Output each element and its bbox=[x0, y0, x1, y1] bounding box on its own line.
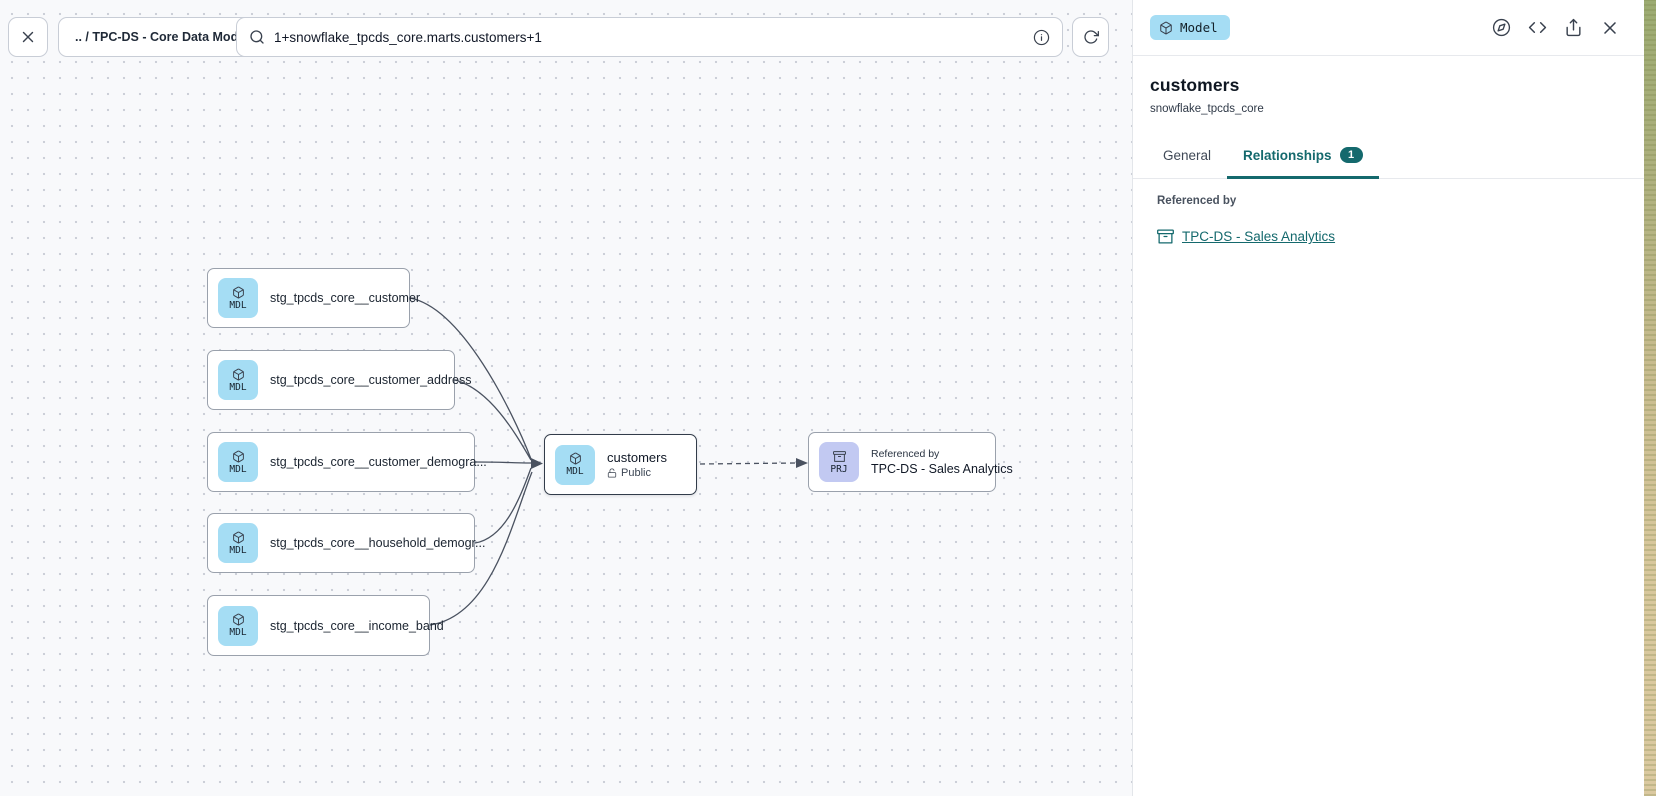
node-label: stg_tpcds_core__income_band bbox=[270, 618, 444, 633]
referencing-project-link[interactable]: TPC-DS - Sales Analytics bbox=[1182, 229, 1336, 244]
project-badge-tile: PRJ bbox=[819, 442, 859, 482]
cube-icon bbox=[232, 286, 245, 299]
resource-type-badge: Model bbox=[1150, 15, 1230, 40]
node-access: Public bbox=[607, 467, 667, 479]
share-button[interactable] bbox=[1564, 18, 1583, 37]
model-badge-tile: MDL bbox=[218, 442, 258, 482]
archive-icon bbox=[832, 450, 846, 463]
canvas-toolbar: .. / TPC-DS - Core Data Models bbox=[0, 0, 1132, 74]
code-icon bbox=[1528, 18, 1547, 37]
lineage-node-customers-selected[interactable]: MDL customers Public bbox=[544, 434, 697, 495]
panel-title-block: customers snowflake_tpcds_core bbox=[1133, 56, 1644, 115]
node-label: stg_tpcds_core__customer bbox=[270, 291, 421, 305]
lineage-node-stg-customer-address[interactable]: MDL stg_tpcds_core__customer_address bbox=[207, 350, 472, 410]
archive-icon bbox=[1157, 228, 1174, 245]
referenced-by-label: Referenced by bbox=[1157, 195, 1237, 207]
cube-icon bbox=[232, 531, 245, 544]
tab-general[interactable]: General bbox=[1163, 148, 1212, 163]
share-icon bbox=[1564, 18, 1583, 37]
unlock-icon bbox=[607, 468, 617, 478]
desktop-wallpaper-sliver bbox=[1644, 0, 1656, 796]
node-label: stg_tpcds_core__customer_address bbox=[270, 373, 472, 387]
model-badge-tile: MDL bbox=[218, 278, 258, 318]
tab-relationships[interactable]: Relationships 1 bbox=[1227, 147, 1379, 179]
close-lineage-button[interactable] bbox=[8, 17, 48, 57]
cube-icon bbox=[232, 450, 245, 463]
refresh-icon bbox=[1083, 29, 1099, 45]
model-badge-tile: MDL bbox=[555, 444, 595, 485]
close-icon bbox=[19, 28, 37, 46]
model-badge-tile: MDL bbox=[218, 523, 258, 563]
node-kicker: Referenced by bbox=[871, 448, 940, 460]
search-input[interactable] bbox=[274, 29, 1024, 45]
lineage-node-referencing-project[interactable]: PRJ Referenced by TPC-DS - Sales Analyti… bbox=[808, 432, 1013, 492]
compass-icon bbox=[1492, 18, 1511, 37]
cube-icon bbox=[569, 452, 582, 465]
close-panel-button[interactable] bbox=[1600, 18, 1620, 38]
panel-header: Model bbox=[1133, 0, 1644, 56]
cube-icon bbox=[232, 368, 245, 381]
explore-lineage-button[interactable] bbox=[1492, 18, 1511, 37]
cube-icon bbox=[1159, 21, 1173, 35]
panel-tabs: General Relationships 1 bbox=[1133, 137, 1644, 179]
relationships-count-badge: 1 bbox=[1339, 147, 1363, 163]
details-panel: Model customers snowflake_tpcds_core Gen… bbox=[1132, 0, 1644, 796]
lineage-search[interactable] bbox=[236, 17, 1063, 57]
lineage-canvas[interactable]: .. / TPC-DS - Core Data Models MDL stg_t… bbox=[0, 0, 1132, 796]
relationships-tab-content: Referenced by TPC-DS - Sales Analytics bbox=[1133, 179, 1644, 261]
view-code-button[interactable] bbox=[1528, 18, 1547, 37]
lineage-edges bbox=[409, 297, 808, 626]
node-label: TPC-DS - Sales Analytics bbox=[871, 462, 1013, 476]
lineage-node-stg-customer[interactable]: MDL stg_tpcds_core__customer bbox=[207, 268, 420, 328]
referencing-project-row: TPC-DS - Sales Analytics bbox=[1157, 228, 1620, 245]
node-label: stg_tpcds_core__household_demogr... bbox=[270, 536, 486, 550]
info-icon[interactable] bbox=[1033, 29, 1050, 46]
page-title: customers bbox=[1150, 75, 1240, 95]
lineage-node-stg-income-band[interactable]: MDL stg_tpcds_core__income_band bbox=[207, 595, 444, 656]
model-badge-tile: MDL bbox=[218, 605, 258, 646]
close-icon bbox=[1600, 18, 1620, 38]
search-icon bbox=[249, 29, 265, 45]
page-subtitle: snowflake_tpcds_core bbox=[1150, 103, 1264, 115]
lineage-node-stg-household-demographics[interactable]: MDL stg_tpcds_core__household_demogr... bbox=[207, 513, 485, 573]
lineage-node-stg-customer-demographics[interactable]: MDL stg_tpcds_core__customer_demogra... bbox=[207, 432, 487, 492]
node-label: stg_tpcds_core__customer_demogra... bbox=[270, 455, 487, 469]
model-badge-tile: MDL bbox=[218, 360, 258, 400]
refresh-button[interactable] bbox=[1072, 17, 1109, 57]
node-title: customers bbox=[607, 450, 667, 465]
cube-icon bbox=[232, 613, 245, 626]
